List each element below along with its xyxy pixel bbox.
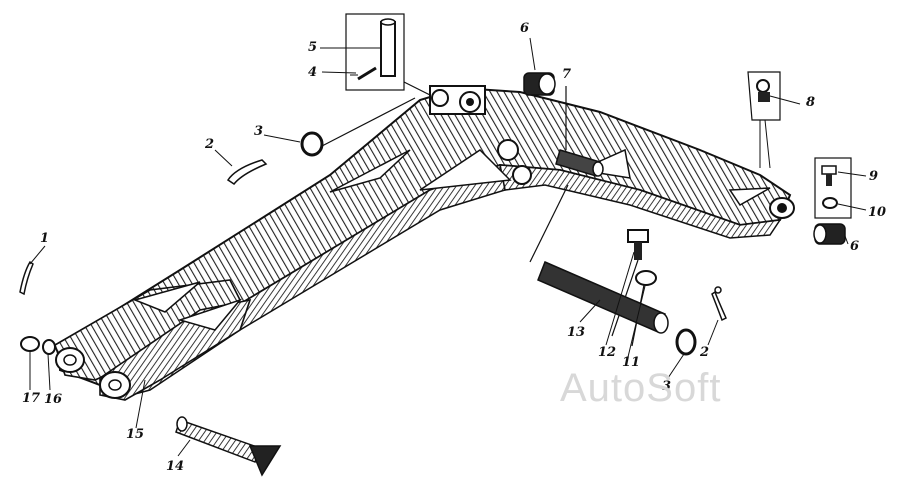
bolt-part-12 <box>611 229 649 337</box>
cotter-part-2-upper <box>226 159 268 186</box>
leader-5 <box>403 81 431 96</box>
side-boss-lower <box>512 165 532 185</box>
washer-part-3-upper <box>300 131 324 157</box>
bushing-part-6-lower <box>813 223 846 245</box>
callout-3-lower: 3 <box>662 379 672 394</box>
callout-2-upper: 2 <box>205 137 215 152</box>
grease-fitting-part-8 <box>747 71 781 169</box>
callout-17: 17 <box>22 391 41 406</box>
callout-leaders <box>29 37 867 457</box>
callout-6-upper: 6 <box>520 21 530 36</box>
bolt-washer-part-9-10 <box>814 157 852 219</box>
bushing-part-6-upper <box>523 72 556 96</box>
pin-part-5 <box>345 13 405 91</box>
boom-tip <box>769 197 795 219</box>
callout-9: 9 <box>869 169 879 184</box>
callout-7: 7 <box>562 67 572 82</box>
callout-1: 1 <box>40 231 50 246</box>
pivot-bracket <box>429 85 486 115</box>
callout-15: 15 <box>126 427 145 442</box>
pin-part-13 <box>529 184 669 334</box>
callout-12: 12 <box>598 345 617 360</box>
cotter-part-4 <box>350 66 377 81</box>
wedge-pin-part-14 <box>175 416 282 477</box>
washer-part-16 <box>42 339 56 355</box>
callout-8: 8 <box>806 95 816 110</box>
callout-4: 4 <box>308 65 318 80</box>
callout-6-lower: 6 <box>850 239 860 254</box>
cotter-part-1 <box>19 260 34 296</box>
gusset-plates <box>132 148 771 331</box>
side-boss-upper <box>497 139 519 161</box>
callout-13: 13 <box>567 325 586 340</box>
callout-10: 10 <box>868 205 887 220</box>
callout-16: 16 <box>44 392 63 407</box>
cotter-part-2-lower <box>711 286 727 322</box>
callout-11: 11 <box>622 355 641 370</box>
leader-3 <box>321 97 416 147</box>
callout-5: 5 <box>308 40 318 55</box>
watermark: AutoSoft <box>560 366 722 410</box>
callout-14: 14 <box>166 459 185 474</box>
nut-part-17 <box>20 336 40 352</box>
callout-3-upper: 3 <box>254 124 264 139</box>
pin-part-7 <box>555 86 604 177</box>
arm-end-eyes <box>55 347 131 399</box>
callout-2-lower: 2 <box>700 345 710 360</box>
washer-part-3-lower <box>675 328 697 356</box>
